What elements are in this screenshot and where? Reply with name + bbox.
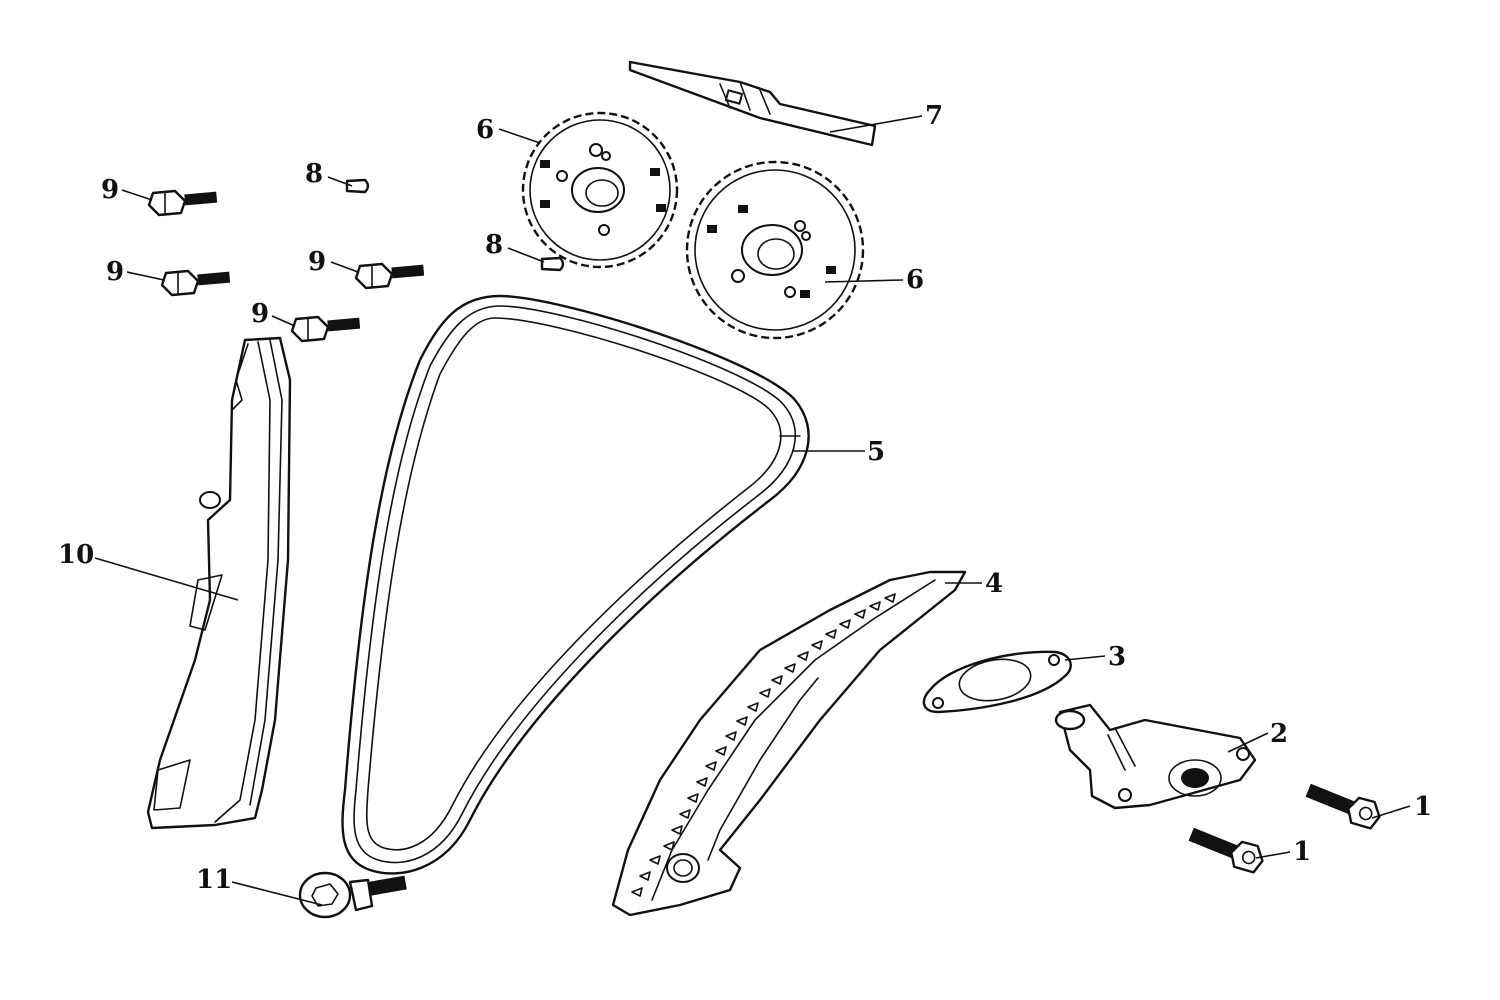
callout-5-chain: 5 [867, 437, 885, 467]
chain-tensioner [1054, 703, 1257, 810]
bolt-9-d [290, 315, 362, 343]
callout-8-upper-pin: 8 [305, 159, 323, 189]
tensioner-bolt-lower [1184, 820, 1269, 877]
callout-1-upper-bolt: 1 [1414, 792, 1432, 822]
callout-6-lower-sprocket: 6 [906, 265, 924, 295]
pivot-bolt [298, 871, 407, 919]
camshaft-sprocket-intake [521, 111, 679, 269]
bolt-9-b [160, 269, 232, 297]
tensioner-guide-triangles [631, 593, 896, 897]
callout-10-left-guide: 10 [58, 540, 94, 570]
callout-9-d: 9 [251, 299, 269, 329]
callout-3-gasket: 3 [1108, 642, 1126, 672]
bolt-9-a [147, 189, 219, 217]
callout-9-c: 9 [308, 247, 326, 277]
callout-8-lower-pin: 8 [485, 230, 503, 260]
tensioner-bolt-upper [1301, 776, 1386, 833]
tensioner-guide [611, 570, 967, 917]
bolt-9-c [354, 262, 426, 290]
callout-4-tensioner-guide: 4 [985, 569, 1003, 599]
callout-9-a: 9 [101, 175, 119, 205]
callout-6-upper-sprocket: 6 [476, 115, 494, 145]
dowel-pin-lower [540, 256, 565, 272]
callout-2-tensioner: 2 [1270, 719, 1288, 749]
callout-11-pivot-bolt: 11 [196, 865, 232, 895]
chain-guide-left [146, 336, 292, 830]
leader-lines [94, 115, 1411, 906]
callout-1-lower-bolt: 1 [1293, 837, 1311, 867]
callout-labels: 1 1 2 3 4 5 6 6 7 8 8 9 9 9 9 10 11 [58, 101, 1432, 895]
camshaft-sprocket-exhaust [685, 160, 865, 340]
upper-chain-guide [628, 60, 877, 147]
timing-chain [341, 294, 810, 875]
callout-9-b: 9 [106, 257, 124, 287]
callout-7-upper-guide: 7 [925, 101, 943, 131]
tensioner-gasket [922, 650, 1072, 714]
